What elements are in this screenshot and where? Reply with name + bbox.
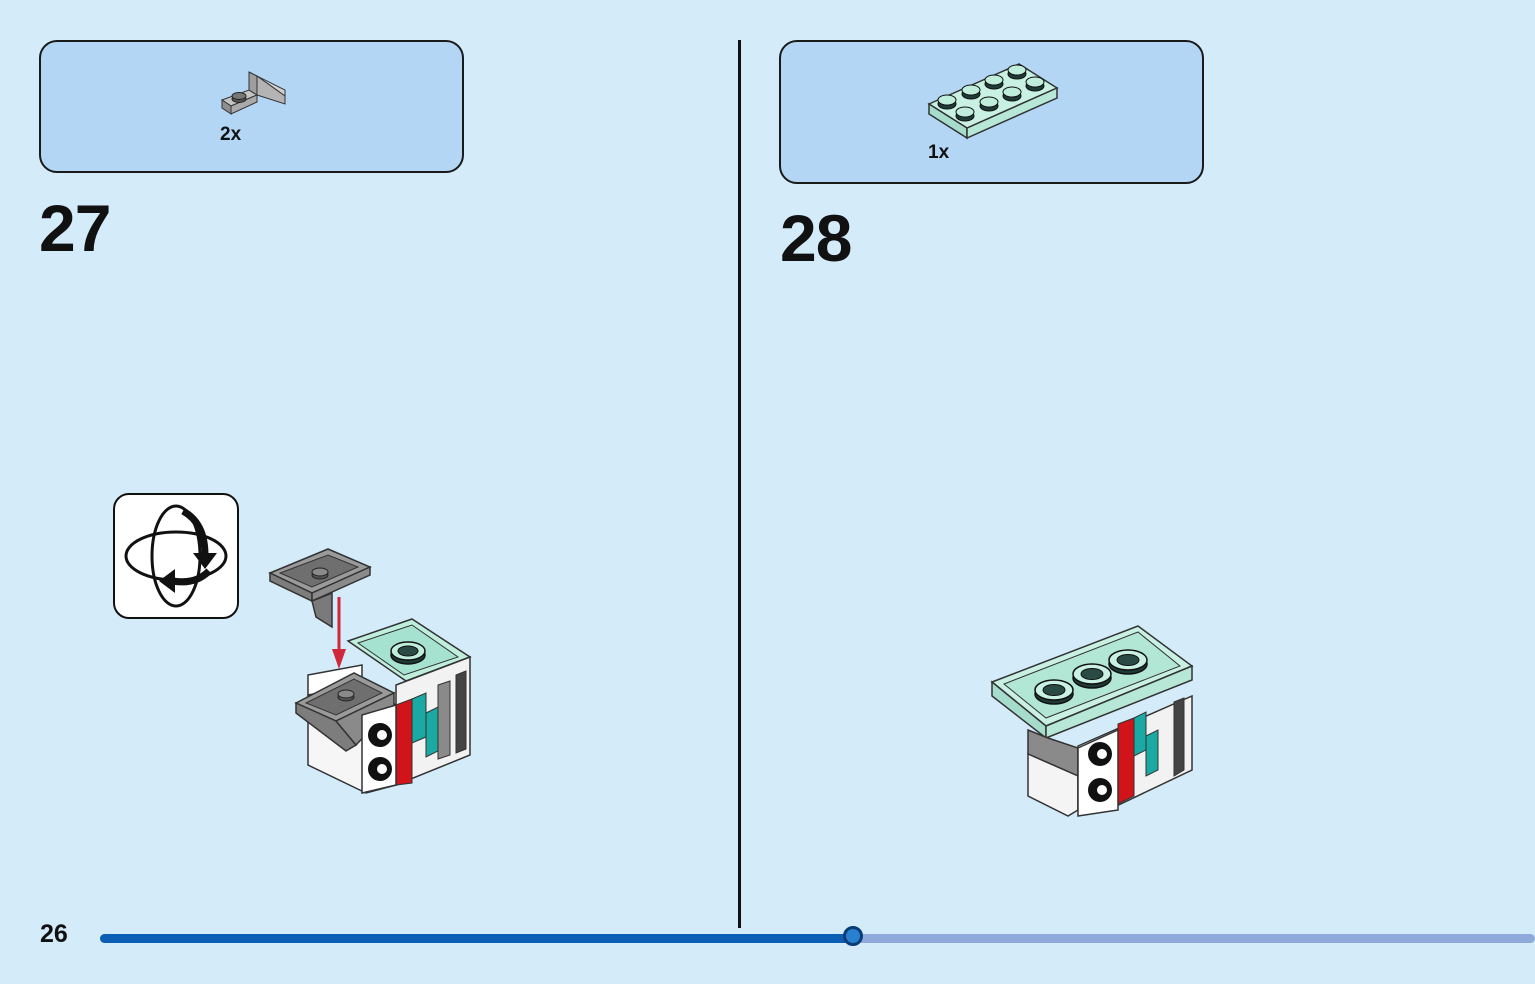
step-28-part-quantity: 1x: [928, 142, 950, 163]
step-27-part-quantity: 2x: [220, 124, 242, 145]
step-27-parts-box: 2x: [39, 40, 464, 173]
step-28-number: 28: [780, 201, 852, 275]
step-28-model-illustration: [990, 625, 1194, 817]
grey-bracket-part-icon: [220, 71, 286, 115]
page-divider: [738, 40, 741, 928]
progress-bar-fill: [100, 934, 854, 943]
rotate-model-icon: [124, 504, 228, 608]
step-28-parts-box: 1x: [779, 40, 1204, 184]
step-27-number: 27: [39, 191, 111, 265]
page-number: 26: [40, 920, 68, 948]
rotate-model-callout: [113, 493, 239, 619]
progress-indicator: [843, 926, 864, 946]
aqua-plate-part-icon: [927, 63, 1059, 140]
progress-bar: [100, 926, 1535, 946]
step-27-model-illustration: [268, 548, 472, 794]
